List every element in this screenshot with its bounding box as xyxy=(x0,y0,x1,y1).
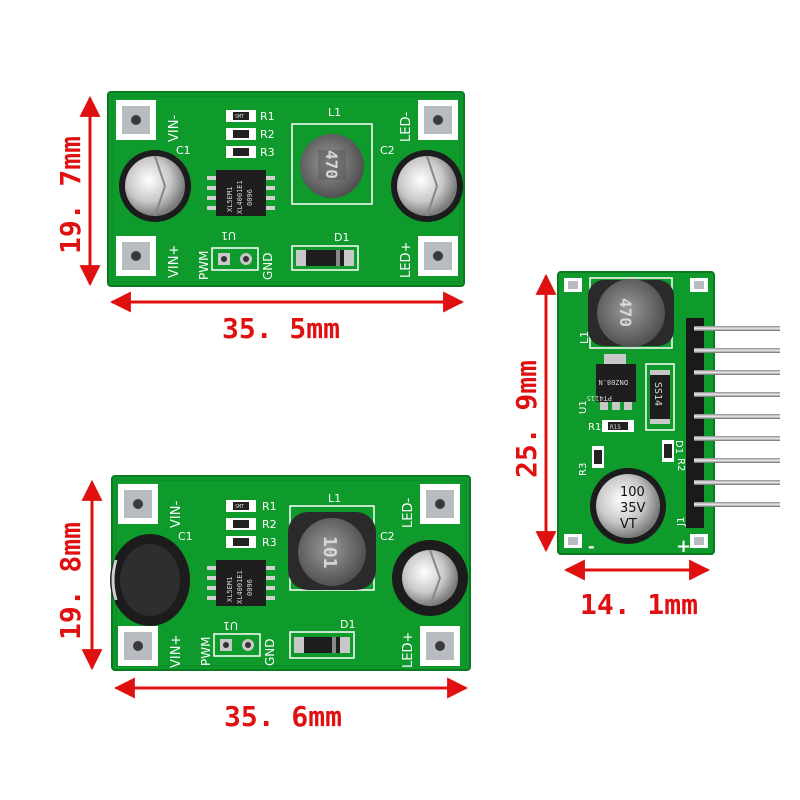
resistor-marking: R15 xyxy=(610,424,621,431)
label-c2: C2 xyxy=(380,144,395,157)
diode-d1 xyxy=(289,631,355,659)
svg-text:XL4001E1: XL4001E1 xyxy=(236,570,244,604)
resistors: R15 xyxy=(592,420,674,468)
label-r2: R2 xyxy=(675,458,686,471)
label-plus: + xyxy=(676,536,691,557)
pad-led-plus xyxy=(418,236,458,276)
svg-text:0096: 0096 xyxy=(246,579,254,596)
label-minus: - xyxy=(588,537,595,556)
label-d1: D1 xyxy=(334,231,349,244)
label-d1: D1 xyxy=(673,440,684,454)
pad-vin-plus xyxy=(118,626,158,666)
label-pwm: PWM xyxy=(197,251,211,280)
resistors-r1-r3: SMT xyxy=(226,500,256,548)
label-gnd: GND xyxy=(261,252,275,280)
inductor-l1: 470 xyxy=(291,123,373,205)
svg-text:XL5EM1: XL5EM1 xyxy=(226,577,234,602)
smd-marking: SMT xyxy=(235,504,244,510)
inductor-l1: 101 xyxy=(288,505,376,591)
ic-chip: XL5EM1 XL4001E1 0096 xyxy=(207,560,275,606)
width-dimension: 35. 5mm xyxy=(222,312,340,345)
label-r3: R3 xyxy=(260,146,275,159)
inductor-marking: 470 xyxy=(322,150,341,179)
pad-vin-minus xyxy=(118,484,158,524)
capacitor-c1 xyxy=(110,534,190,626)
svg-text:XL4001E1: XL4001E1 xyxy=(236,180,244,214)
label-c1: C1 xyxy=(176,144,191,157)
module-c: 470 L1 PT4115 DNZ08.N U1 SS14 D1 R15 R1 xyxy=(510,271,780,621)
svg-text:DNZ08.N: DNZ08.N xyxy=(598,378,628,386)
inductor-marking: 470 xyxy=(616,298,635,327)
label-r3: R3 xyxy=(578,463,589,476)
inductor-l1: 470 xyxy=(588,277,674,349)
label-led-plus: LED+ xyxy=(401,632,416,668)
width-dimension: 14. 1mm xyxy=(580,588,698,621)
label-u1: U1 xyxy=(221,229,236,242)
label-u1: U1 xyxy=(578,400,589,414)
pwm-header xyxy=(213,633,261,657)
pwm-header xyxy=(211,247,259,271)
label-l1: L1 xyxy=(578,331,591,344)
label-u1: U1 xyxy=(223,619,238,632)
capacitor-c2 xyxy=(392,540,468,616)
svg-text:VT: VT xyxy=(620,517,637,532)
label-r3: R3 xyxy=(262,536,277,549)
smd-marking: SMT xyxy=(235,114,244,120)
ic-chip: XL5EM1 XL4001E1 0096 xyxy=(207,170,275,216)
label-vin-minus: VIN- xyxy=(167,115,182,142)
svg-text:PT4115: PT4115 xyxy=(587,394,612,402)
ic-chip: PT4115 DNZ08.N xyxy=(587,354,636,410)
capacitor-c1 xyxy=(119,150,191,222)
resistors-r1-r3: SMT xyxy=(226,110,256,158)
diode-d1 xyxy=(291,245,359,271)
label-r2: R2 xyxy=(260,128,275,141)
svg-text:100: 100 xyxy=(620,485,645,500)
pad-led-minus xyxy=(420,484,460,524)
pad-vin-minus xyxy=(116,100,156,140)
label-r1: R1 xyxy=(262,500,277,513)
label-d1: D1 xyxy=(340,618,355,631)
svg-text:35V: 35V xyxy=(620,501,646,516)
height-dimension: 25. 9mm xyxy=(510,360,543,478)
label-vin-minus: VIN- xyxy=(169,501,184,528)
inductor-marking: 101 xyxy=(319,536,340,569)
label-c2: C2 xyxy=(380,530,395,543)
label-gnd: GND xyxy=(263,638,277,666)
label-led-minus: LED- xyxy=(401,498,416,528)
label-l1: L1 xyxy=(328,492,341,505)
label-vin-plus: VIN+ xyxy=(167,245,182,278)
diode-marking: SS14 xyxy=(652,382,663,406)
label-vin-plus: VIN+ xyxy=(169,635,184,668)
label-r1: R1 xyxy=(588,422,601,433)
pcb-board xyxy=(107,91,465,287)
label-j1: J1 xyxy=(676,517,687,527)
pad-led-minus xyxy=(418,100,458,140)
module-a: VIN- VIN+ LED- LED+ C1 SMT R1 R2 R3 XL5E… xyxy=(54,91,465,345)
pin-header xyxy=(686,318,780,528)
width-dimension: 35. 6mm xyxy=(224,700,342,733)
label-led-minus: LED- xyxy=(399,112,414,142)
label-c1: C1 xyxy=(178,530,193,543)
label-l1: L1 xyxy=(328,106,341,119)
label-r1: R1 xyxy=(260,110,275,123)
capacitor-c2 xyxy=(391,150,463,222)
label-led-plus: LED+ xyxy=(399,242,414,278)
capacitor: 100 35V VT xyxy=(590,468,666,544)
module-b: VIN- VIN+ LED- LED+ C1 SMT R1 R2 R3 XL5E… xyxy=(54,475,471,733)
label-pwm: PWM xyxy=(199,637,213,666)
diode-d1: SS14 xyxy=(645,363,675,431)
pad-vin-plus xyxy=(116,236,156,276)
pad-led-plus xyxy=(420,626,460,666)
svg-text:XL5EM1: XL5EM1 xyxy=(226,187,234,212)
height-dimension: 19. 7mm xyxy=(54,136,87,254)
label-r2: R2 xyxy=(262,518,277,531)
svg-text:0096: 0096 xyxy=(246,189,254,206)
height-dimension: 19. 8mm xyxy=(54,522,87,640)
